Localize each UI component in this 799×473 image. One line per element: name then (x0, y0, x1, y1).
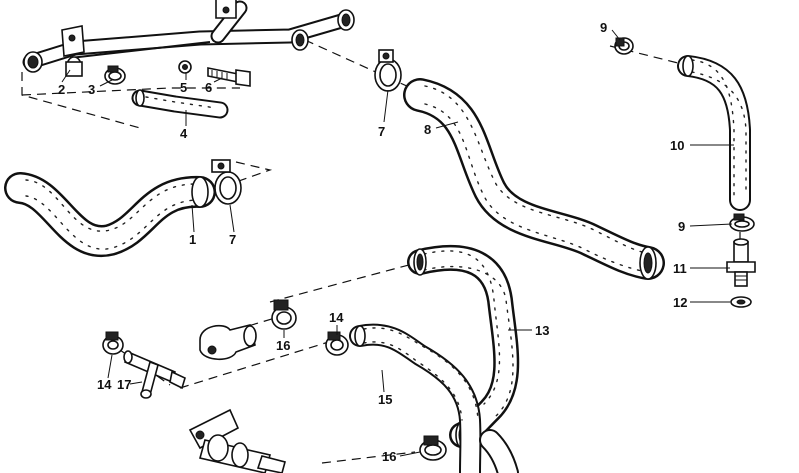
part-labels: 2 3 5 6 4 7 8 9 10 9 11 12 13 1 7 14 16 … (58, 20, 687, 464)
label-part-5: 5 (180, 80, 187, 95)
hose-clamp-14-left (102, 331, 124, 355)
hose-13-lower (479, 429, 519, 473)
valve-housing (188, 408, 286, 473)
hose-clamp-7-mid (211, 159, 242, 205)
hose-1 (4, 172, 216, 258)
hose-clamp-9-bottom (729, 213, 755, 232)
hose-clamp-9-top (614, 37, 634, 55)
label-part-6: 6 (205, 80, 212, 95)
label-part-15: 15 (378, 392, 392, 407)
hose-clamp-14-right (325, 331, 349, 356)
t-connector-17 (123, 350, 186, 399)
flange-fitting (199, 324, 257, 361)
label-part-10: 10 (670, 138, 684, 153)
label-part-7-top: 7 (378, 124, 385, 139)
label-part-8: 8 (424, 122, 431, 137)
label-part-1: 1 (189, 232, 196, 247)
hose-8 (403, 78, 665, 280)
hose-clamp-16-upper (271, 299, 297, 330)
label-part-9-top: 9 (600, 20, 607, 35)
hose-10 (677, 55, 751, 211)
label-part-14-left: 14 (97, 377, 112, 392)
label-part-16-lower: 16 (382, 449, 396, 464)
hose-clamp-3 (104, 65, 126, 85)
hose-15 (349, 323, 482, 473)
connector-11 (726, 238, 756, 287)
label-part-3: 3 (88, 82, 95, 97)
bolt-6 (207, 67, 251, 87)
label-part-9-bottom: 9 (678, 219, 685, 234)
label-part-16-upper: 16 (276, 338, 290, 353)
washer-5 (178, 60, 192, 74)
label-part-12: 12 (673, 295, 687, 310)
coolant-pipe-assembly (22, 0, 355, 77)
small-hose-4 (131, 89, 229, 119)
leader-lines (61, 29, 734, 457)
label-part-13: 13 (535, 323, 549, 338)
label-part-7-mid: 7 (229, 232, 236, 247)
label-part-2: 2 (58, 82, 65, 97)
label-part-14-right: 14 (329, 310, 344, 325)
label-part-11: 11 (673, 261, 687, 276)
hose-clamp-16-lower (419, 435, 447, 461)
washer-12 (730, 296, 752, 308)
hose-clamp-7-top (374, 49, 402, 92)
label-part-4: 4 (180, 126, 188, 141)
label-part-17: 17 (117, 377, 131, 392)
